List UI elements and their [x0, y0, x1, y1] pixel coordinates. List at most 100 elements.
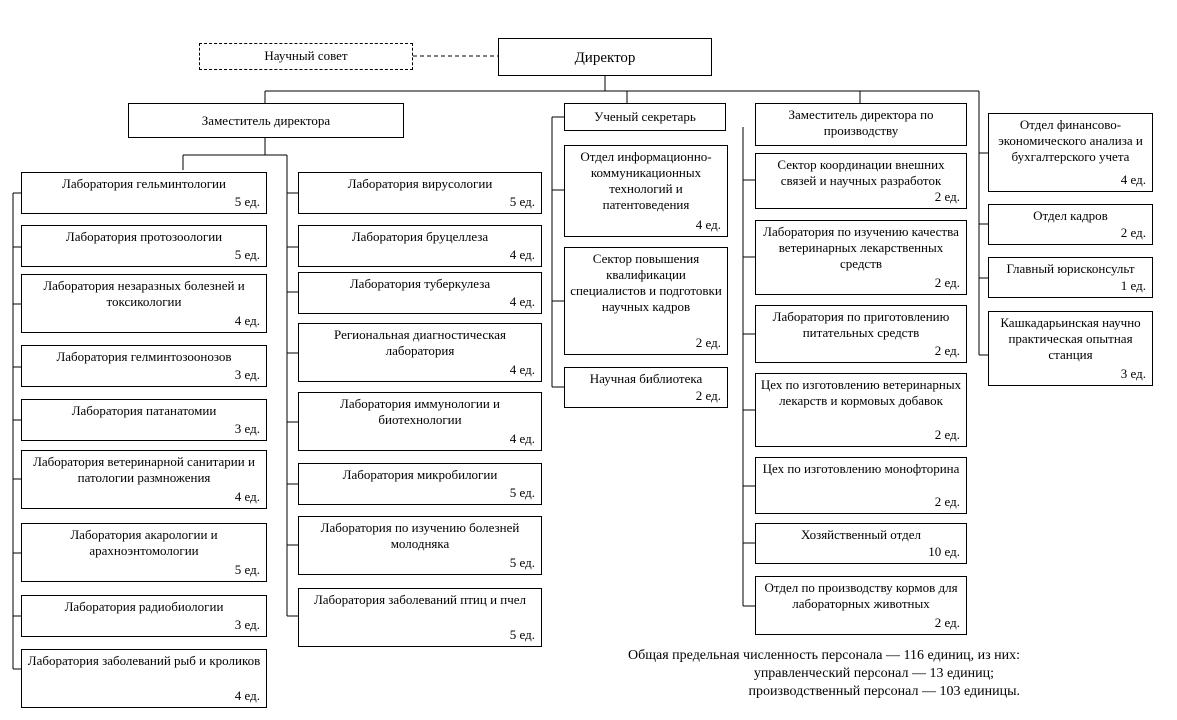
lab-name: Региональная диагностическая лаборатория: [334, 327, 506, 358]
lab-box: Лаборатория заболеваний рыб и кроликов 4…: [21, 649, 267, 708]
deputy-director-box: Заместитель директора: [128, 103, 404, 138]
lab-box: Лаборатория гелминтозоонозов 3 ед.: [21, 345, 267, 387]
lab-name: Лаборатория микробилогии: [342, 467, 498, 482]
lab-box: Региональная диагностическая лаборатория…: [298, 323, 542, 382]
summary-production: производственный персонал — 103 единицы.: [748, 684, 1020, 699]
secretary-unit-count: 2 ед.: [695, 335, 721, 350]
direct-unit-count: 3 ед.: [1120, 366, 1146, 381]
direct-unit-name: Главный юрисконсульт: [1006, 261, 1135, 276]
lab-count: 5 ед.: [234, 194, 260, 209]
direct-unit-name: Отдел кадров: [1033, 208, 1108, 223]
lab-box: Лаборатория по изучению болезней молодня…: [298, 516, 542, 575]
production-unit-count: 2 ед.: [934, 275, 960, 290]
production-unit-box: Сектор координации внешних связей и науч…: [755, 153, 967, 209]
direct-unit-count: 4 ед.: [1120, 172, 1146, 187]
production-unit-box: Цех по изготовлению монофторина 2 ед.: [755, 457, 967, 514]
secretary-unit-name: Отдел информационно-коммуникационных тех…: [580, 149, 712, 212]
deputy-director-label: Заместитель директора: [201, 113, 331, 128]
lab-count: 5 ед.: [509, 555, 535, 570]
lab-count: 5 ед.: [509, 485, 535, 500]
summary-text: Общая предельная численность персонала —…: [560, 647, 1020, 701]
lab-count: 5 ед.: [509, 627, 535, 642]
lab-count: 3 ед.: [234, 367, 260, 382]
lab-count: 5 ед.: [234, 562, 260, 577]
direct-unit-box: Кашкадарьинская научно практическая опыт…: [988, 311, 1153, 386]
lab-name: Лаборатория ветеринарной санитарии и пат…: [33, 454, 255, 485]
secretary-box: Ученый секретарь: [564, 103, 726, 131]
lab-name: Лаборатория бруцеллеза: [351, 229, 489, 244]
production-unit-name: Цех по изготовлению монофторина: [762, 461, 960, 476]
lab-box: Лаборатория бруцеллеза 4 ед.: [298, 225, 542, 267]
secretary-unit-box: Сектор повышения квалификации специалист…: [564, 247, 728, 355]
secretary-unit-box: Отдел информационно-коммуникационных тех…: [564, 145, 728, 237]
summary-total: Общая предельная численность персонала —…: [628, 648, 1020, 663]
director-box: Директор: [498, 38, 712, 76]
lab-box: Лаборатория протозоологии 5 ед.: [21, 225, 267, 267]
lab-box: Лаборатория микробилогии 5 ед.: [298, 463, 542, 505]
lab-box: Лаборатория иммунологии и биотехнологии …: [298, 392, 542, 451]
secretary-unit-name: Научная библиотека: [589, 371, 703, 386]
direct-unit-box: Главный юрисконсульт 1 ед.: [988, 257, 1153, 298]
lab-box: Лаборатория заболеваний птиц и пчел 5 ед…: [298, 588, 542, 647]
lab-count: 5 ед.: [234, 247, 260, 262]
lab-name: Лаборатория незаразных болезней и токсик…: [43, 278, 245, 309]
production-unit-count: 10 ед.: [928, 544, 960, 559]
lab-count: 4 ед.: [234, 313, 260, 328]
lab-name: Лаборатория заболеваний рыб и кроликов: [27, 653, 261, 668]
lab-count: 3 ед.: [234, 617, 260, 632]
production-unit-count: 2 ед.: [934, 427, 960, 442]
secretary-unit-name: Сектор повышения квалификации специалист…: [570, 251, 722, 314]
lab-count: 3 ед.: [234, 421, 260, 436]
production-unit-name: Лаборатория по изучению качества ветерин…: [763, 224, 959, 271]
secretary-unit-count: 2 ед.: [695, 388, 721, 403]
lab-name: Лаборатория патанатомии: [71, 403, 217, 418]
lab-count: 4 ед.: [509, 431, 535, 446]
production-unit-count: 2 ед.: [934, 189, 960, 204]
production-unit-box: Отдел по производству кормов для лаборат…: [755, 576, 967, 635]
lab-box: Лаборатория ветеринарной санитарии и пат…: [21, 450, 267, 509]
lab-name: Лаборатория акарологии и арахноэнтомолог…: [70, 527, 218, 558]
production-unit-name: Хозяйственный отдел: [801, 527, 921, 542]
lab-name: Лаборатория гельминтологии: [62, 176, 226, 191]
lab-count: 4 ед.: [509, 294, 535, 309]
direct-unit-count: 2 ед.: [1120, 225, 1146, 240]
lab-name: Лаборатория радиобиологии: [64, 599, 224, 614]
director-label: Директор: [574, 50, 636, 66]
council-label: Научный совет: [264, 48, 348, 63]
lab-box: Лаборатория туберкулеза 4 ед.: [298, 272, 542, 314]
lab-name: Лаборатория иммунологии и биотехнологии: [340, 396, 500, 427]
lab-box: Лаборатория вирусологии 5 ед.: [298, 172, 542, 214]
summary-management: управленческий персонал — 13 единиц;: [753, 666, 994, 681]
lab-count: 4 ед.: [509, 362, 535, 377]
lab-count: 4 ед.: [234, 489, 260, 504]
lab-name: Лаборатория по изучению болезней молодня…: [320, 520, 520, 551]
production-unit-count: 2 ед.: [934, 494, 960, 509]
lab-count: 5 ед.: [509, 194, 535, 209]
secretary-unit-box: Научная библиотека 2 ед.: [564, 367, 728, 408]
production-unit-count: 2 ед.: [934, 615, 960, 630]
lab-count: 4 ед.: [234, 688, 260, 703]
production-unit-box: Хозяйственный отдел 10 ед.: [755, 523, 967, 564]
production-unit-box: Цех по изготовлению ветеринарных лекарст…: [755, 373, 967, 447]
production-unit-name: Цех по изготовлению ветеринарных лекарст…: [760, 377, 962, 408]
lab-name: Лаборатория гелминтозоонозов: [56, 349, 232, 364]
production-deputy-box: Заместитель директора по производству: [755, 103, 967, 146]
lab-box: Лаборатория акарологии и арахноэнтомолог…: [21, 523, 267, 582]
direct-unit-name: Кашкадарьинская научно практическая опыт…: [1000, 315, 1141, 362]
lab-name: Лаборатория туберкулеза: [349, 276, 491, 291]
council-box: Научный совет: [199, 43, 413, 70]
production-unit-box: Лаборатория по приготовлению питательных…: [755, 305, 967, 363]
lab-count: 4 ед.: [509, 247, 535, 262]
direct-unit-name: Отдел финансово-экономического анализа и…: [998, 117, 1143, 164]
lab-box: Лаборатория радиобиологии 3 ед.: [21, 595, 267, 637]
lab-name: Лаборатория вирусологии: [347, 176, 493, 191]
lab-name: Лаборатория заболеваний птиц и пчел: [313, 592, 527, 607]
lab-box: Лаборатория гельминтологии 5 ед.: [21, 172, 267, 214]
secretary-label: Ученый секретарь: [594, 109, 696, 124]
production-unit-count: 2 ед.: [934, 343, 960, 358]
direct-unit-box: Отдел финансово-экономического анализа и…: [988, 113, 1153, 192]
production-unit-name: Лаборатория по приготовлению питательных…: [772, 309, 950, 340]
production-unit-box: Лаборатория по изучению качества ветерин…: [755, 220, 967, 295]
production-deputy-label: Заместитель директора по производству: [788, 107, 934, 138]
